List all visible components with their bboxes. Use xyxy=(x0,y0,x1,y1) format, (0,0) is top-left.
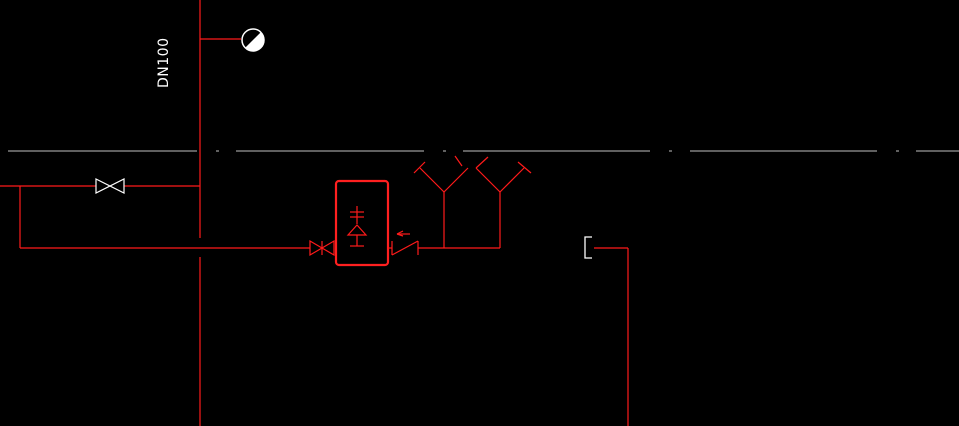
gate-valve-icon xyxy=(309,239,335,257)
backflow-preventer-icon xyxy=(346,206,368,247)
pipe-size-label: DN100 xyxy=(156,38,172,88)
indicator-circle-icon xyxy=(241,28,265,52)
sprinkler-risers xyxy=(443,192,501,248)
sprinkler-head-icon xyxy=(475,156,532,193)
backflow-preventer-highlight xyxy=(334,179,390,267)
gate-valve-icon xyxy=(95,178,125,194)
drop-line xyxy=(594,247,629,426)
sprinkler-head-icon xyxy=(413,155,469,193)
pipe-cap-icon xyxy=(584,236,592,259)
check-valve-icon xyxy=(388,230,419,256)
bypass-loop xyxy=(0,185,500,249)
